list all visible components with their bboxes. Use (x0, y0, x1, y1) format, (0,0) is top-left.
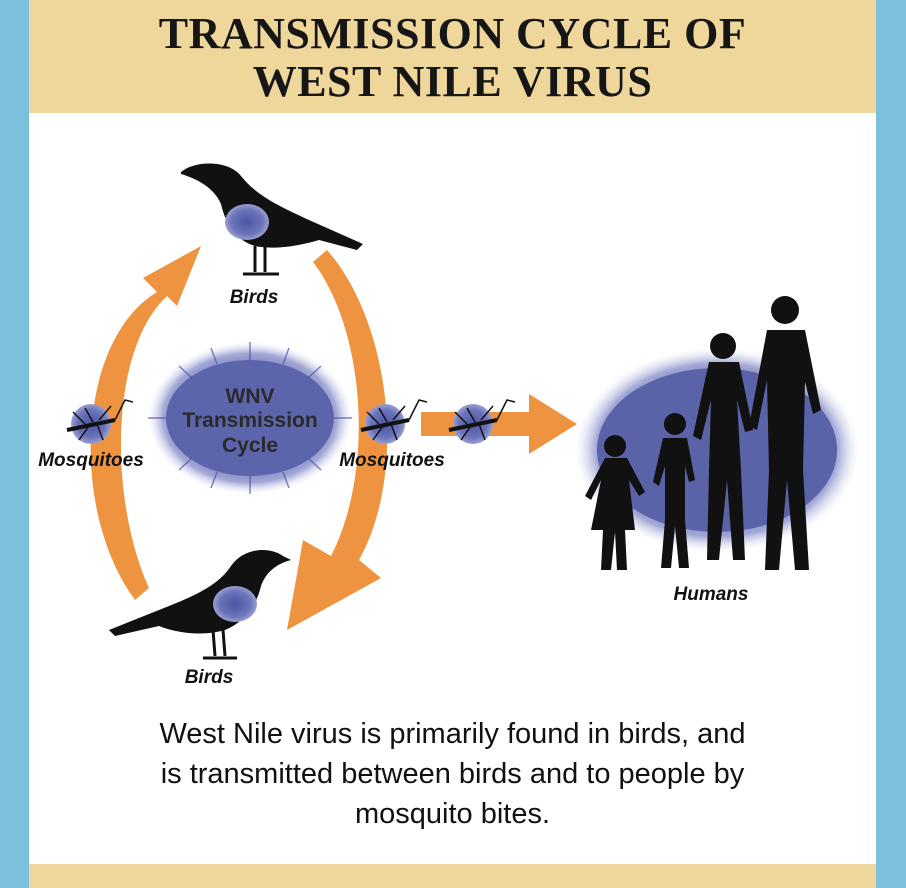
center-label-line-3: Cycle (222, 434, 278, 457)
bird-bottom-icon (109, 550, 291, 660)
caption: West Nile virus is primarily found in bi… (29, 714, 876, 834)
title-line-2: WEST NILE VIRUS (252, 57, 653, 106)
title-line-1: TRANSMISSION CYCLE OF (158, 9, 747, 58)
cycle-arrow-left (90, 246, 201, 600)
label-birds-top: Birds (230, 287, 279, 308)
caption-line-2: is transmitted between birds and to peop… (160, 758, 745, 790)
mosquito-left-icon (66, 399, 134, 444)
label-humans: Humans (674, 584, 749, 605)
humans-silhouette-icon (585, 296, 821, 570)
wnv-virus-cluster (148, 342, 352, 494)
infographic-frame: TRANSMISSION CYCLE OF WEST NILE VIRUS (29, 0, 876, 888)
arrow-to-humans (421, 394, 577, 454)
caption-line-3: mosquito bites. (354, 798, 551, 830)
cycle-arrow-right (287, 250, 388, 630)
label-birds-bottom: Birds (185, 667, 234, 688)
transmission-diagram: WNV Transmission Cycle Birds Birds Mosqu… (38, 163, 859, 688)
caption-line-1: West Nile virus is primarily found in bi… (159, 718, 746, 750)
mosquito-arrow-icon (448, 399, 516, 444)
center-label-line-2: Transmission (182, 409, 317, 432)
bird-top-icon (181, 163, 363, 276)
title-banner: TRANSMISSION CYCLE OF WEST NILE VIRUS (29, 0, 876, 113)
label-mosquitoes-left: Mosquitoes (38, 450, 144, 471)
label-mosquitoes-right: Mosquitoes (339, 450, 445, 471)
bottom-banner (29, 864, 876, 888)
center-label-line-1: WNV (226, 385, 275, 408)
mosquito-right-icon (360, 399, 428, 444)
